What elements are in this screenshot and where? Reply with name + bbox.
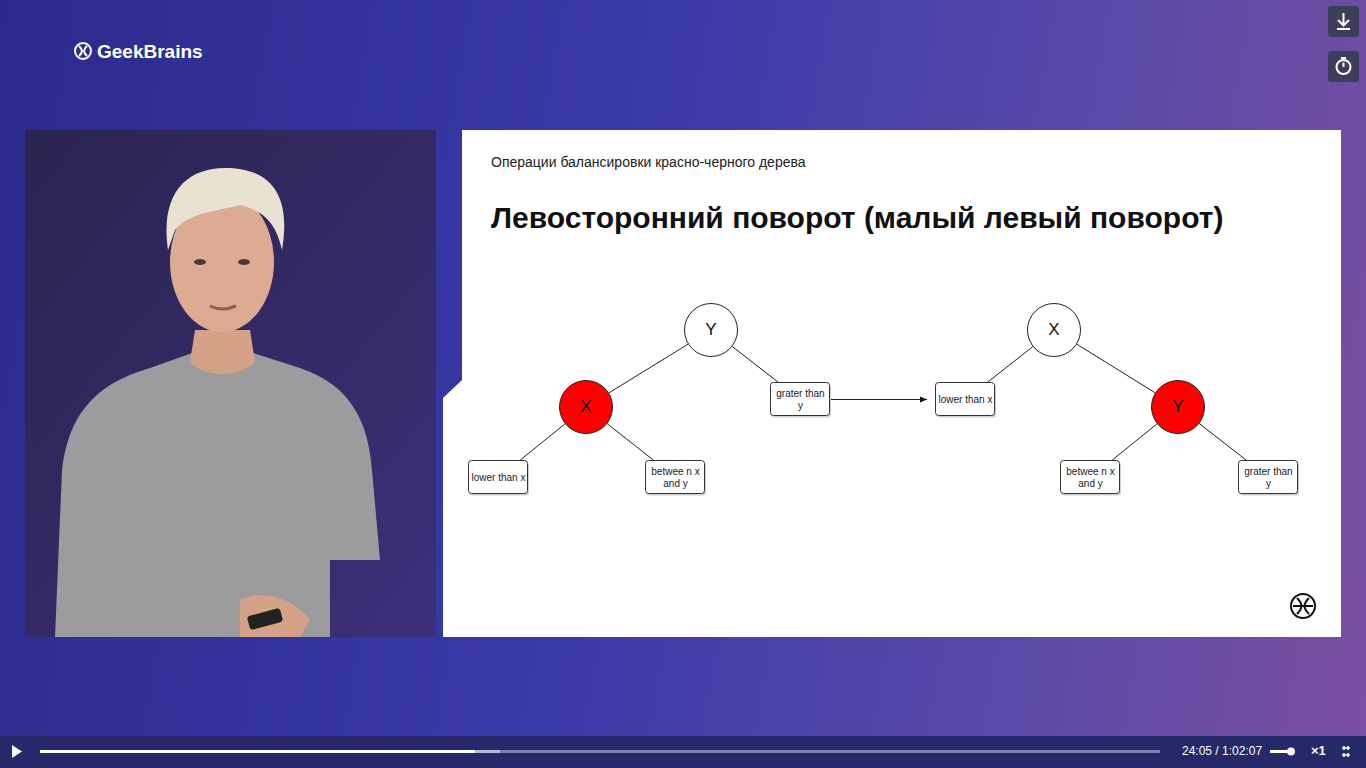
download-button xyxy=(1328,6,1359,37)
slide-logo-mark xyxy=(1291,594,1315,618)
presenter-figure xyxy=(55,168,380,637)
volume-knob xyxy=(1287,748,1295,756)
node-letter: X xyxy=(580,397,591,417)
slide-panel xyxy=(443,130,1341,637)
subtree-box: betwee n x and y xyxy=(645,460,706,495)
tree-edge xyxy=(1199,424,1246,460)
subtree-box: grater than y xyxy=(770,382,831,417)
timer-button xyxy=(1328,51,1359,82)
subtree-label: lower than x xyxy=(939,394,993,406)
progress-played xyxy=(40,750,475,753)
slide-subtitle: Операции балансировки красно-черного дер… xyxy=(491,154,806,170)
tree-node-circle: X xyxy=(1027,303,1081,357)
subtree-label: grater than y xyxy=(1242,466,1296,490)
tree-edge xyxy=(609,344,688,393)
subtree-box: lower than x xyxy=(935,382,996,417)
brand-name: GeekBrains xyxy=(97,41,203,63)
node-letter: X xyxy=(1048,320,1059,340)
tree-node-circle: X xyxy=(559,380,613,434)
slide-title: Левосторонний поворот (малый левый повор… xyxy=(491,201,1223,235)
speed-label: ×1 xyxy=(1311,743,1326,758)
tree-edge xyxy=(520,424,565,460)
fullscreen-icon xyxy=(1342,746,1350,757)
subtree-box: grater than y xyxy=(1238,460,1299,495)
tree-edge xyxy=(607,424,653,460)
subtree-box: lower than x xyxy=(468,460,529,495)
tree-node-circle: Y xyxy=(684,303,738,357)
timer-hand xyxy=(1341,58,1346,67)
transform-arrow xyxy=(831,399,927,400)
subtree-label: betwee n x and y xyxy=(1064,466,1118,490)
node-letter: Y xyxy=(705,320,716,340)
tree-edge xyxy=(1112,424,1157,460)
play-icon xyxy=(12,745,22,758)
time-readout: 24:05 / 1:02:07 xyxy=(1182,744,1262,758)
subtree-label: lower than x xyxy=(472,472,526,484)
subtree-box: betwee n x and y xyxy=(1060,460,1121,495)
tree-edge xyxy=(1077,344,1155,393)
tree-edge xyxy=(732,347,778,382)
subtree-label: grater than y xyxy=(774,388,828,412)
control-bar xyxy=(0,736,1366,768)
subtree-label: betwee n x and y xyxy=(649,466,703,490)
tree-node-circle: Y xyxy=(1151,380,1205,434)
node-letter: Y xyxy=(1172,397,1183,417)
tree-edge xyxy=(988,347,1033,382)
progress-track xyxy=(40,750,1160,753)
download-icon xyxy=(1337,13,1350,29)
progress-buffer xyxy=(40,750,500,753)
brand-logo-mark xyxy=(75,43,91,59)
presenter-panel xyxy=(25,130,436,637)
